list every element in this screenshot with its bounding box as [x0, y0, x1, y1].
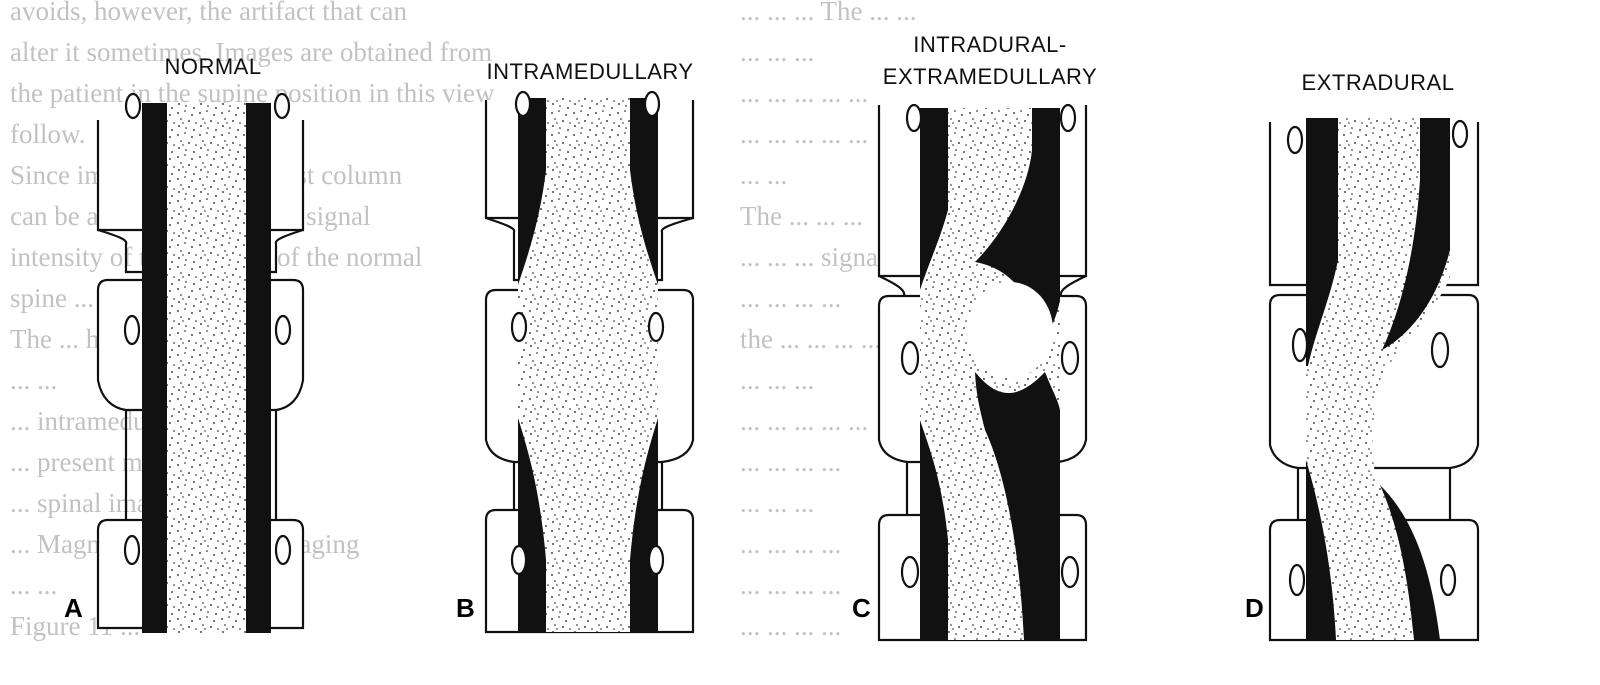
panel-a-title: NORMAL	[164, 54, 261, 79]
background-text-line: ... ... ... ...	[740, 529, 841, 559]
panel-c-pedicles	[900, 103, 1080, 589]
panel-d-letter: D	[1245, 593, 1264, 623]
background-text-line: ... ... ...	[740, 365, 814, 395]
background-text-line: follow.	[10, 119, 86, 149]
background-text-line: alter it sometimes. Images are obtained …	[10, 37, 492, 67]
panel-c-letter: C	[852, 593, 871, 623]
panel-c-title-line-1: INTRADURAL-	[913, 32, 1066, 57]
panel-a-normal: NORMAL A	[64, 54, 305, 633]
background-text-line: ... ... ...	[740, 37, 814, 67]
panel-d-pedicles	[1286, 119, 1469, 597]
background-text-line: the ... ... ... ...	[740, 324, 881, 354]
panel-a-pedicles	[123, 92, 292, 566]
background-text-line: ... ...	[10, 365, 57, 395]
panel-b-pedicles	[510, 90, 665, 576]
panel-b-letter: B	[456, 593, 475, 623]
panel-d-dura	[1306, 118, 1450, 640]
background-text-line: ... ... ... The ... ...	[740, 0, 917, 26]
background-text-line: avoids, however, the artifact that can	[10, 0, 407, 26]
panel-c-dura	[920, 108, 1060, 640]
background-text-line: The ... ... ...	[740, 201, 863, 231]
panel-b-dura	[518, 98, 658, 632]
panel-c-title-line-2: EXTRAMEDULLARY	[883, 64, 1097, 89]
background-text-line: ... ... ... ... ...	[740, 119, 868, 149]
background-text-line: ... ...	[10, 570, 57, 600]
background-text-line: ... ... ... ...	[740, 283, 841, 313]
panel-d-title: EXTRADURAL	[1302, 70, 1455, 95]
background-text-line: ... ... ... ... ...	[740, 406, 868, 436]
background-text-line: ... ... ... ... ...	[740, 78, 868, 108]
background-text-line: ... ... ... ...	[740, 447, 841, 477]
panel-c-intradural-extramedullary: INTRADURAL- EXTRAMEDULLARY C	[852, 32, 1097, 642]
background-text-line: ... ... ...	[740, 488, 814, 518]
background-text-line: ... ... ... ...	[740, 611, 841, 641]
panel-b-intramedullary: INTRAMEDULLARY B	[456, 59, 695, 634]
panel-a-letter: A	[64, 593, 83, 623]
background-text-line: ... ...	[740, 160, 787, 190]
background-text-line: ... ... ... ...	[740, 570, 841, 600]
panel-a-dura	[142, 103, 271, 633]
panel-b-title: INTRAMEDULLARY	[486, 59, 693, 84]
panel-d-extradural: EXTRADURAL D	[1245, 70, 1480, 642]
